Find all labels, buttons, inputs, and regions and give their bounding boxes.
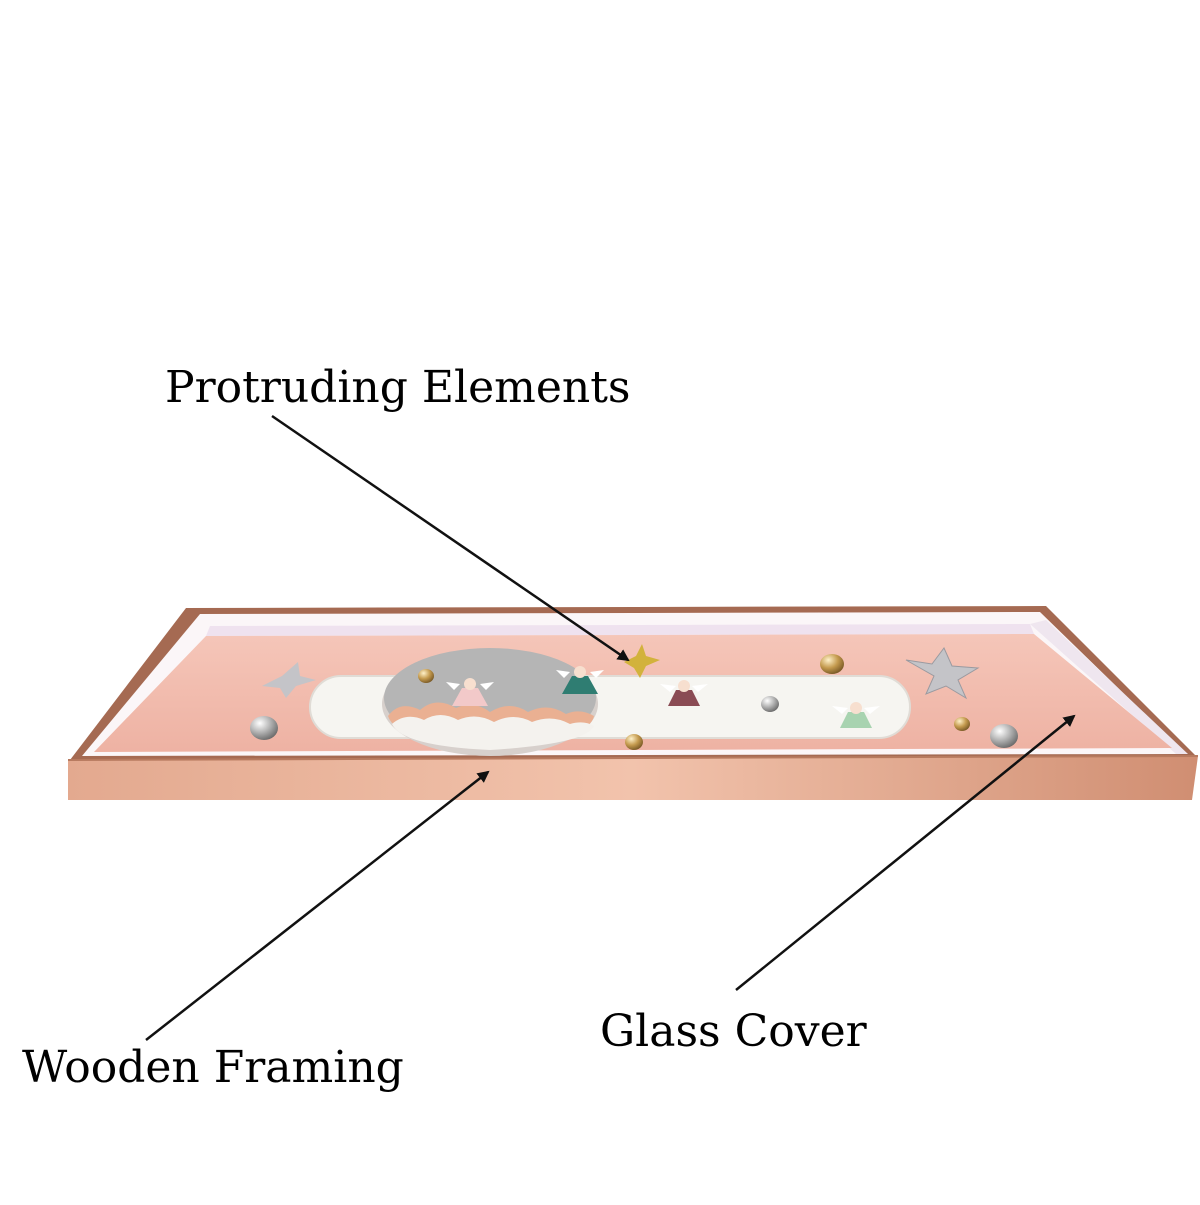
arrow-protruding-elements [271, 414, 630, 662]
star-gold-center [624, 644, 660, 678]
bead-silver-2 [761, 696, 779, 712]
frame-inner-side-right [1030, 620, 1188, 754]
bead-gold-3 [625, 734, 643, 750]
moon-cloud-white [392, 715, 594, 750]
arrow-wooden-framing [145, 770, 490, 1041]
protruding-elements-label: Protruding Elements [165, 362, 631, 413]
star-silver-right [905, 647, 980, 700]
wooden-front-edge [68, 756, 1198, 800]
glass-cover-label: Glass Cover [600, 1006, 867, 1057]
fairy-figure-3 [660, 680, 708, 706]
fairy-figure-4 [832, 702, 880, 728]
bead-gold-4 [954, 717, 970, 731]
bead-gold-2 [418, 669, 434, 683]
arrow-glass-cover [735, 714, 1076, 991]
frame-inner-wall-lilac [206, 624, 1034, 636]
star-silver-left [262, 662, 316, 698]
wooden-framing-label: Wooden Framing [22, 1042, 404, 1093]
bead-silver-3 [990, 724, 1018, 748]
bead-silver-1 [250, 716, 278, 740]
bead-gold-1 [820, 654, 844, 674]
fairy-figure-1 [446, 678, 494, 706]
fairy-figure-2 [556, 666, 604, 694]
